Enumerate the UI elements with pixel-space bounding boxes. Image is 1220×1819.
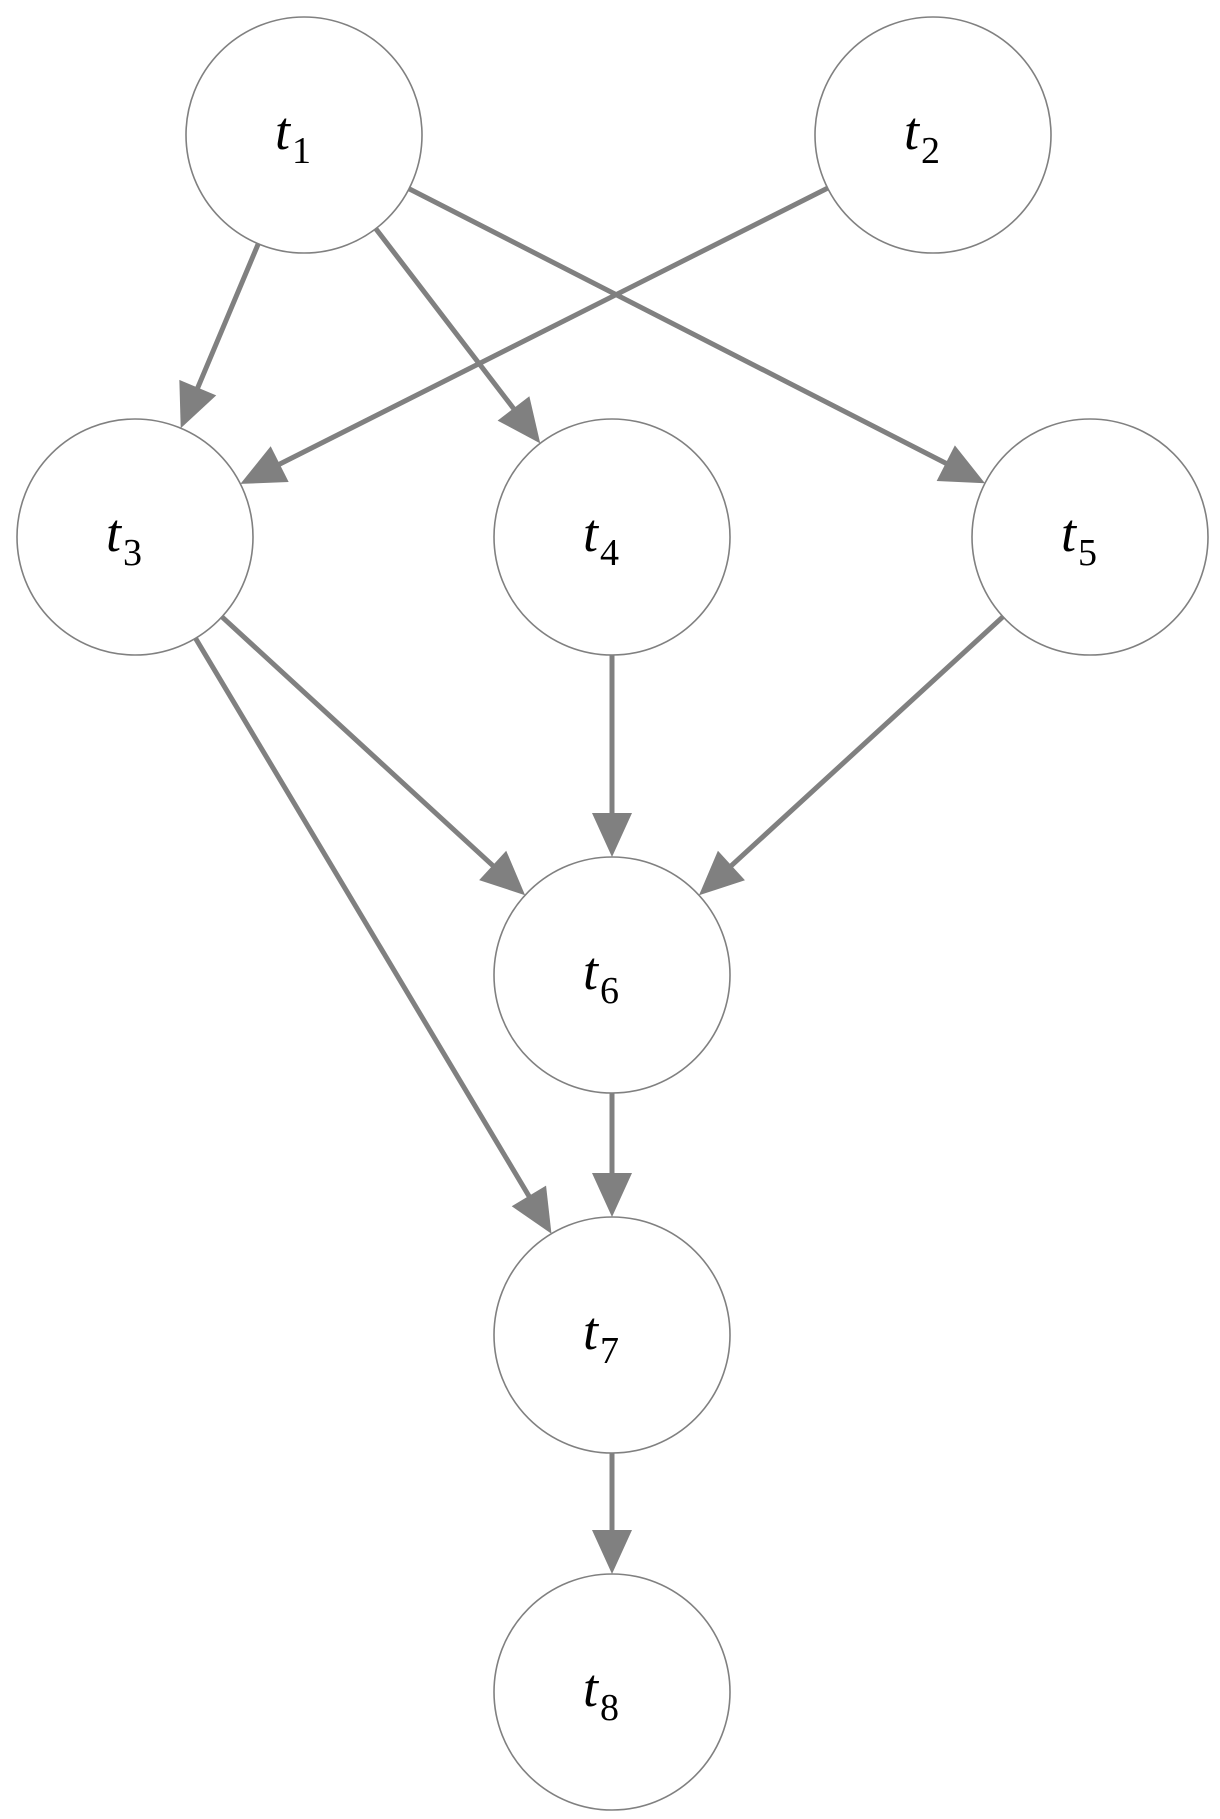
- node-subscript: 7: [600, 1330, 619, 1372]
- edge-line: [407, 186, 949, 467]
- edge-line: [276, 185, 829, 468]
- node-circle: [493, 1573, 731, 1811]
- arrowhead: [179, 379, 217, 429]
- edge-t5-t6: [698, 614, 1005, 896]
- arrowhead: [592, 1173, 632, 1217]
- node-circle: [16, 418, 254, 656]
- node-subscript: 5: [1078, 532, 1097, 574]
- edge-t7-t8: [592, 1453, 632, 1574]
- edge-t3-t6: [220, 614, 526, 896]
- node-t1: t1: [185, 16, 423, 254]
- node-circle: [493, 856, 731, 1094]
- edges-layer: [179, 185, 1005, 1574]
- node-t7: t7: [493, 1216, 731, 1454]
- node-subscript: 1: [292, 130, 311, 172]
- node-circle: [185, 16, 423, 254]
- node-circle: [814, 16, 1052, 254]
- node-t6: t6: [493, 856, 731, 1094]
- edge-line: [373, 227, 517, 412]
- arrowhead: [240, 446, 289, 484]
- node-t3: t3: [16, 418, 254, 656]
- node-subscript: 2: [921, 130, 940, 172]
- node-subscript: 6: [600, 970, 619, 1012]
- edge-t4-t6: [592, 655, 632, 857]
- arrowhead: [698, 850, 745, 896]
- arrowhead: [511, 1185, 552, 1234]
- node-circle: [493, 1216, 731, 1454]
- edge-t1-t5: [407, 186, 985, 484]
- edge-t2-t3: [240, 185, 829, 484]
- arrowhead: [936, 445, 985, 484]
- edge-t1-t4: [373, 227, 541, 444]
- arrowhead: [592, 1530, 632, 1574]
- node-t2: t2: [814, 16, 1052, 254]
- node-subscript: 3: [123, 532, 142, 574]
- edge-t1-t3: [179, 242, 261, 429]
- edge-line: [194, 242, 261, 391]
- edge-t3-t7: [193, 637, 552, 1234]
- node-t8: t8: [493, 1573, 731, 1811]
- node-subscript: 8: [600, 1687, 619, 1729]
- arrowhead: [592, 813, 632, 857]
- edge-line: [193, 637, 533, 1199]
- node-subscript: 4: [600, 532, 619, 574]
- edge-t6-t7: [592, 1093, 632, 1217]
- nodes-layer: t1 t2 t3 t4 t5 t6 t7 t8: [16, 16, 1209, 1811]
- node-t4: t4: [493, 418, 731, 656]
- edge-line: [728, 614, 1005, 869]
- node-circle: [971, 418, 1209, 656]
- edge-line: [220, 614, 496, 869]
- node-t5: t5: [971, 418, 1209, 656]
- arrowhead: [497, 396, 541, 444]
- arrowhead: [479, 850, 526, 896]
- node-circle: [493, 418, 731, 656]
